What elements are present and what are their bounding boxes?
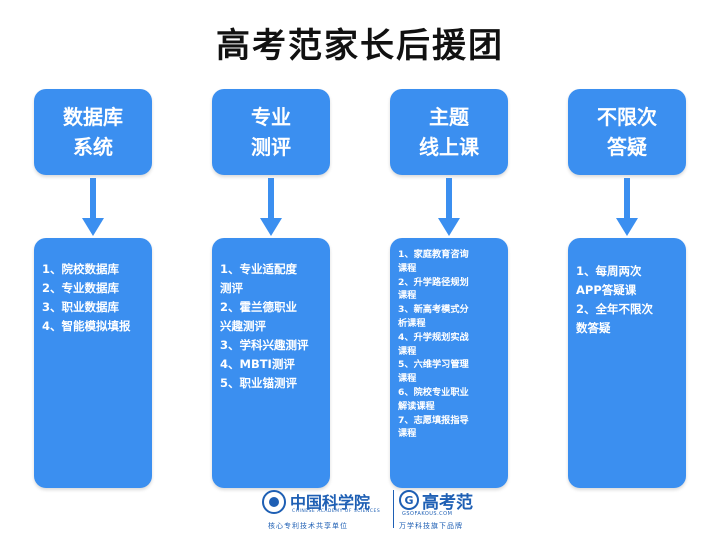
list-item: 3、学科兴趣测评 (220, 338, 309, 352)
list-item: 1、家庭教育咨询 课程 (398, 249, 469, 274)
list-item: 1、每周两次 APP答疑课 (576, 264, 642, 297)
list-item: 1、院校数据库 (42, 262, 120, 276)
list-item: 4、升学规划实战 课程 (398, 331, 469, 357)
list-item: 4、智能模拟填报 (42, 319, 131, 333)
list-item: 1、专业适配度 测评 (220, 262, 298, 295)
cas-seal-icon (262, 490, 286, 514)
item-list-unlimited-qa: 1、每周两次 APP答疑课 2、全年不限次 数答疑 (568, 238, 686, 488)
heading-label: 主题 线上课 (419, 105, 479, 159)
list-item: 6、院校专业职业 解读课程 (398, 386, 469, 412)
cas-logo-english: CHINESE ACADEMY OF SCIENCES (292, 509, 381, 514)
list-item: 2、全年不限次 数答疑 (576, 302, 654, 335)
gaokaofan-subtitle: 万学科技旗下品牌 (399, 522, 463, 530)
item-list-database-system: 1、院校数据库 2、专业数据库 3、职业数据库 4、智能模拟填报 (34, 238, 152, 488)
list-item: 4、MBTI测评 (220, 357, 295, 371)
heading-professional-assessment: 专业 测评 (212, 89, 330, 175)
item-list-professional-assessment: 1、专业适配度 测评 2、霍兰德职业 兴趣测评 3、学科兴趣测评 4、MBTI测… (212, 238, 330, 488)
list-item: 3、新高考模式分 析课程 (398, 304, 469, 329)
list-item: 2、专业数据库 (42, 281, 120, 295)
gaokaofan-logo-english: GSOFAKOUS.COM (402, 511, 453, 517)
gaokaofan-logo-icon: G (399, 490, 419, 510)
cas-subtitle: 核心专利技术共享单位 (268, 522, 348, 530)
heading-label: 不限次 答疑 (597, 105, 657, 159)
heading-database-system: 数据库 系统 (34, 89, 152, 175)
list-item: 7、志愿填报指导 课程 (398, 414, 469, 440)
logo-divider (393, 490, 394, 528)
list-item: 5、六维学习管理 课程 (398, 359, 469, 385)
footer-logos: 中国科学院 CHINESE ACADEMY OF SCIENCES 核心专利技术… (262, 488, 473, 534)
heading-label: 数据库 系统 (63, 105, 123, 159)
list-item: 5、职业锚测评 (220, 376, 298, 390)
heading-unlimited-qa: 不限次 答疑 (568, 89, 686, 175)
heading-online-courses: 主题 线上课 (390, 89, 508, 175)
list-item: 2、升学路径规划 课程 (398, 276, 469, 302)
item-list-online-courses: 1、家庭教育咨询 课程 2、升学路径规划 课程 3、新高考模式分 析课程 4、升… (390, 238, 508, 488)
gaokaofan-logo-name: 高考范 (422, 493, 473, 513)
cas-logo-name: 中国科学院 (290, 493, 371, 512)
page-title: 高考范家长后援团 (216, 26, 504, 66)
heading-label: 专业 测评 (251, 105, 291, 159)
list-item: 3、职业数据库 (42, 300, 120, 314)
list-item: 2、霍兰德职业 兴趣测评 (220, 300, 298, 333)
